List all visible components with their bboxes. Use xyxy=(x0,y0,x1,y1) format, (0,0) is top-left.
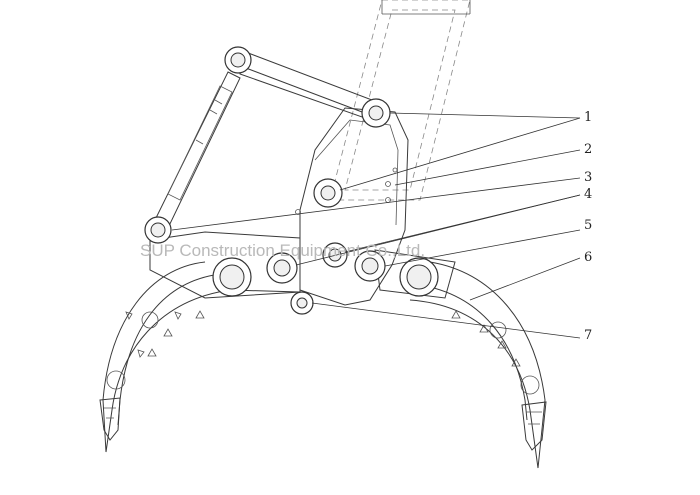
part-label-6: 6 xyxy=(584,250,592,265)
pin-5 xyxy=(354,250,386,282)
pin-top-link xyxy=(224,46,252,74)
part-label-5: 5 xyxy=(584,218,592,233)
watermark: SUP Construction Equipment Co.,Ltd. xyxy=(140,241,425,260)
part-label-4: 4 xyxy=(584,187,592,202)
part-label-2: 2 xyxy=(584,142,592,157)
pin-left-jaw xyxy=(212,257,252,297)
excavator-arm xyxy=(329,0,471,201)
hydraulic-cylinder xyxy=(153,71,241,229)
pin-right-jaw xyxy=(399,257,439,297)
leader-lines xyxy=(171,112,581,339)
part-label-3: 3 xyxy=(584,170,592,185)
right-jaw xyxy=(409,261,547,469)
pin-1 xyxy=(361,98,391,128)
pin-7 xyxy=(290,291,314,315)
part-label-7: 7 xyxy=(584,328,592,343)
pin-4 xyxy=(266,252,298,284)
body-plate xyxy=(295,107,409,306)
part-label-1: 1 xyxy=(584,110,592,125)
top-link xyxy=(229,47,383,125)
pin-2 xyxy=(313,178,343,208)
pin-3 xyxy=(144,216,172,244)
left-jaw xyxy=(99,261,301,453)
